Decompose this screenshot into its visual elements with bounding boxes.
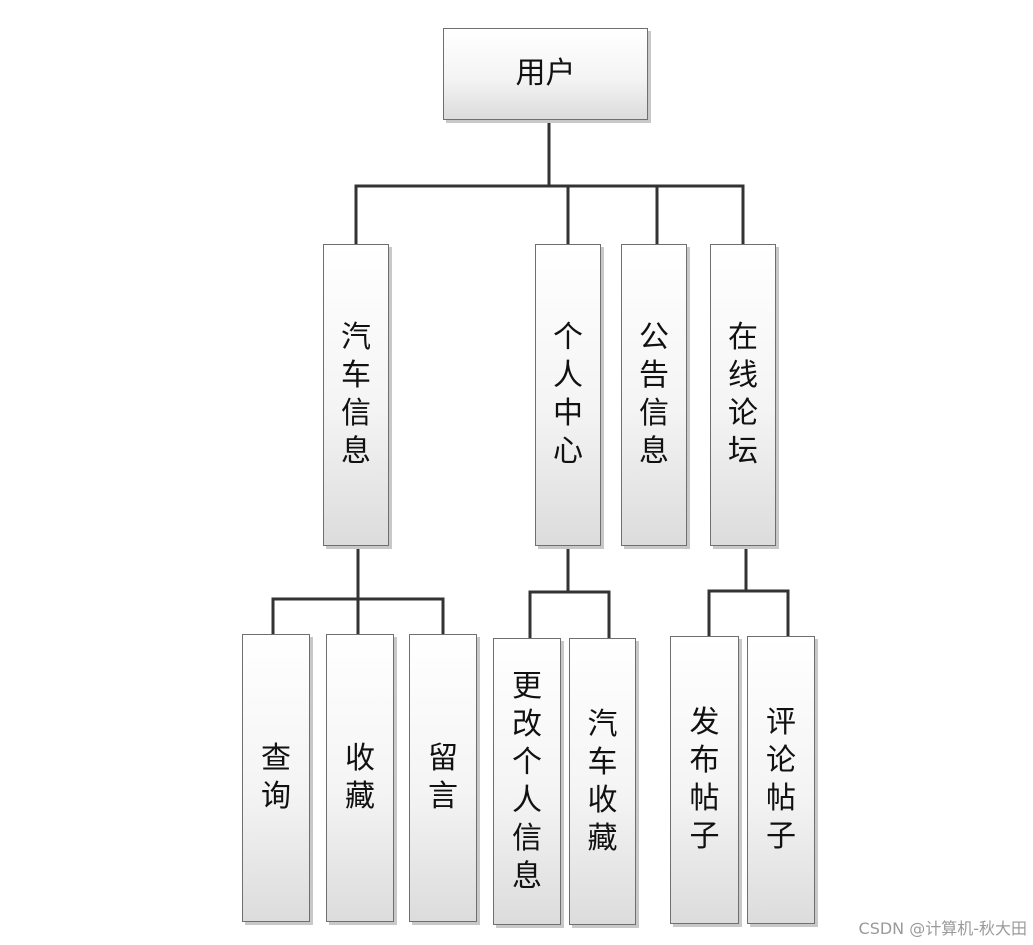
node-root-label: 用户 [515,56,576,91]
node-car-favorites-label: 汽车收藏 [587,706,618,856]
node-personal-center: 个人中心 [535,244,601,546]
node-personal-center-label: 个人中心 [553,320,583,469]
node-query: 查询 [242,634,310,922]
node-query-label: 查询 [261,741,291,814]
node-online-forum: 在线论坛 [710,244,776,546]
node-comment-post-label: 评论帖子 [766,705,796,854]
node-message: 留言 [409,634,477,922]
node-car-info: 汽车信息 [323,244,389,546]
node-car-info-label: 汽车信息 [341,320,371,469]
watermark: CSDN @计算机-秋大田 [858,919,1027,938]
node-publish-post-label: 发布帖子 [689,705,720,854]
node-favorite: 收藏 [326,634,394,922]
node-online-forum-label: 在线论坛 [728,320,758,469]
node-edit-personal-info-label: 更改个人信息 [512,668,542,894]
node-car-favorites: 汽车收藏 [569,638,636,925]
node-root: 用户 [443,28,648,120]
node-notice-info-label: 公告信息 [639,320,669,469]
node-favorite-label: 收藏 [345,741,375,814]
node-notice-info: 公告信息 [621,244,687,546]
node-message-label: 留言 [428,741,458,814]
node-comment-post: 评论帖子 [747,636,815,924]
node-publish-post: 发布帖子 [670,636,739,924]
node-edit-personal-info: 更改个人信息 [493,638,561,925]
